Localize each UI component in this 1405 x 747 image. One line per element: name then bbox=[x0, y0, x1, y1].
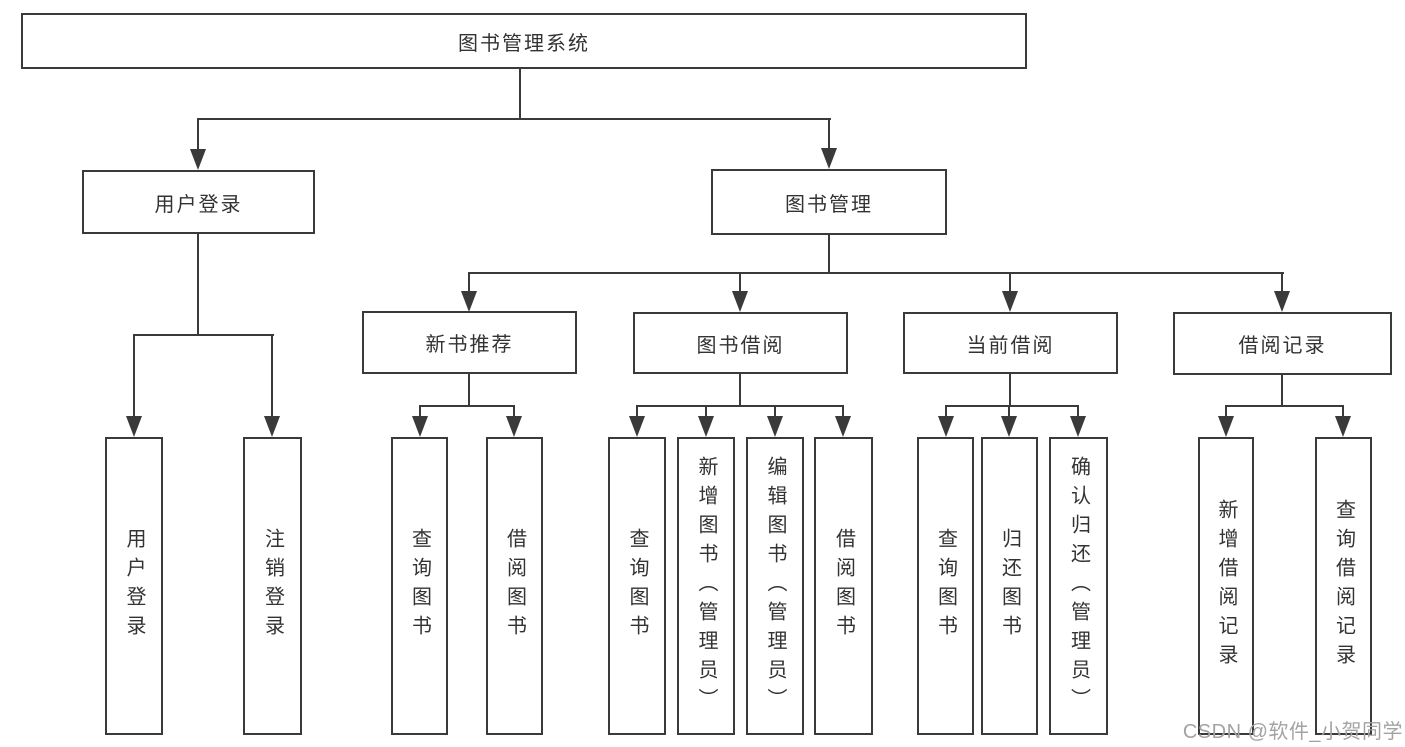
csdn-watermark: CSDN @软件_小贺同学 bbox=[1182, 721, 1403, 743]
leaf-label: 查询借阅记录 bbox=[1332, 499, 1355, 673]
leaf-label: 确认归还（管理员） bbox=[1067, 455, 1090, 717]
connector-g4-drop-2 bbox=[1008, 405, 1010, 419]
connector-drop-book-borrow bbox=[739, 272, 741, 294]
leaf-label: 查询图书 bbox=[626, 528, 648, 644]
connector-bm-rail bbox=[468, 272, 1284, 274]
leaf-label: 归还图书 bbox=[998, 528, 1021, 644]
connector-g5-drop-1 bbox=[1225, 405, 1227, 419]
connector-root-stub bbox=[519, 68, 521, 120]
leaf-user-login: 用户登录 bbox=[105, 437, 163, 735]
leaf-label: 查询图书 bbox=[408, 528, 431, 644]
leaf-label: 用户登录 bbox=[123, 528, 145, 644]
leaf-add-books-admin: 新增图书（管理员） bbox=[677, 437, 735, 735]
arrow-down-marker bbox=[821, 148, 837, 169]
connector-g3-drop-1 bbox=[636, 405, 638, 419]
leaf-query-books-2: 查询图书 bbox=[608, 437, 666, 735]
connector-drop-current-borrow bbox=[1009, 272, 1011, 294]
connector-g3-stub bbox=[739, 374, 741, 407]
connector-drop-book-management bbox=[828, 118, 830, 152]
arrow-down-marker bbox=[264, 416, 280, 437]
connector-g5-rail bbox=[1225, 405, 1344, 407]
connector-g4-drop-3 bbox=[1077, 405, 1079, 419]
arrow-down-marker bbox=[1335, 416, 1351, 437]
node-book-management: 图书管理 bbox=[711, 169, 947, 235]
leaf-label: 新增图书（管理员） bbox=[695, 455, 717, 717]
leaf-query-books-1: 查询图书 bbox=[391, 437, 448, 735]
arrow-down-marker bbox=[461, 291, 477, 312]
arrow-down-marker bbox=[190, 149, 206, 170]
leaf-label: 借阅图书 bbox=[832, 528, 855, 644]
arrow-down-marker bbox=[767, 416, 783, 437]
leaf-borrow-books-1: 借阅图书 bbox=[486, 437, 543, 735]
connector-g2-drop-2 bbox=[513, 405, 515, 419]
arrow-down-marker bbox=[698, 416, 714, 437]
node-book-borrow: 图书借阅 bbox=[633, 312, 848, 374]
leaf-add-borrow-record: 新增借阅记录 bbox=[1198, 437, 1254, 735]
arrow-down-marker bbox=[1218, 416, 1234, 437]
connector-g4-rail bbox=[945, 405, 1079, 407]
leaf-query-borrow-record: 查询借阅记录 bbox=[1315, 437, 1372, 735]
connector-g3-rail bbox=[636, 405, 844, 407]
node-current-borrow: 当前借阅 bbox=[903, 312, 1118, 374]
arrow-down-marker bbox=[1274, 291, 1290, 312]
connector-g3-drop-3 bbox=[774, 405, 776, 419]
connector-g4-drop-1 bbox=[945, 405, 947, 419]
connector-g1-stub bbox=[197, 234, 199, 336]
leaf-query-books-3: 查询图书 bbox=[917, 437, 974, 735]
connector-g1-drop-2 bbox=[271, 334, 273, 418]
arrow-down-marker bbox=[412, 416, 428, 437]
arrow-down-marker bbox=[938, 416, 954, 437]
node-user-login: 用户登录 bbox=[82, 170, 315, 234]
connector-g5-drop-2 bbox=[1342, 405, 1344, 419]
node-new-book-recommend: 新书推荐 bbox=[362, 311, 577, 374]
connector-drop-user-login bbox=[197, 118, 199, 152]
leaf-confirm-return-admin: 确认归还（管理员） bbox=[1049, 437, 1108, 735]
leaf-label: 借阅图书 bbox=[503, 528, 526, 644]
connector-g1-rail bbox=[133, 334, 274, 336]
arrow-down-marker bbox=[835, 416, 851, 437]
connector-root-rail bbox=[197, 118, 831, 120]
leaf-label: 注销登录 bbox=[261, 528, 284, 644]
connector-g3-drop-4 bbox=[842, 405, 844, 419]
leaf-label: 新增借阅记录 bbox=[1215, 499, 1237, 673]
arrow-down-marker bbox=[126, 416, 142, 437]
connector-g4-stub bbox=[1009, 374, 1011, 407]
connector-g1-drop-1 bbox=[133, 334, 135, 418]
connector-g2-stub bbox=[468, 374, 470, 407]
connector-drop-borrow-records bbox=[1281, 272, 1283, 294]
leaf-edit-books-admin: 编辑图书（管理员） bbox=[746, 437, 804, 735]
leaf-borrow-books-2: 借阅图书 bbox=[814, 437, 873, 735]
arrow-down-marker bbox=[506, 416, 522, 437]
leaf-logout: 注销登录 bbox=[243, 437, 302, 735]
connector-g5-stub bbox=[1281, 375, 1283, 407]
connector-bm-stub bbox=[828, 234, 830, 274]
arrow-down-marker bbox=[1070, 416, 1086, 437]
node-root: 图书管理系统 bbox=[21, 13, 1027, 69]
arrow-down-marker bbox=[1002, 291, 1018, 312]
arrow-down-marker bbox=[629, 416, 645, 437]
node-borrow-records: 借阅记录 bbox=[1173, 312, 1392, 375]
leaf-label: 编辑图书（管理员） bbox=[764, 455, 786, 717]
connector-g3-drop-2 bbox=[705, 405, 707, 419]
connector-g2-rail bbox=[419, 405, 515, 407]
connector-drop-new-book-recommend bbox=[468, 272, 470, 294]
connector-g2-drop-1 bbox=[419, 405, 421, 419]
arrow-down-marker bbox=[732, 291, 748, 312]
arrow-down-marker bbox=[1001, 416, 1017, 437]
leaf-label: 查询图书 bbox=[934, 528, 957, 644]
leaf-return-books: 归还图书 bbox=[981, 437, 1038, 735]
